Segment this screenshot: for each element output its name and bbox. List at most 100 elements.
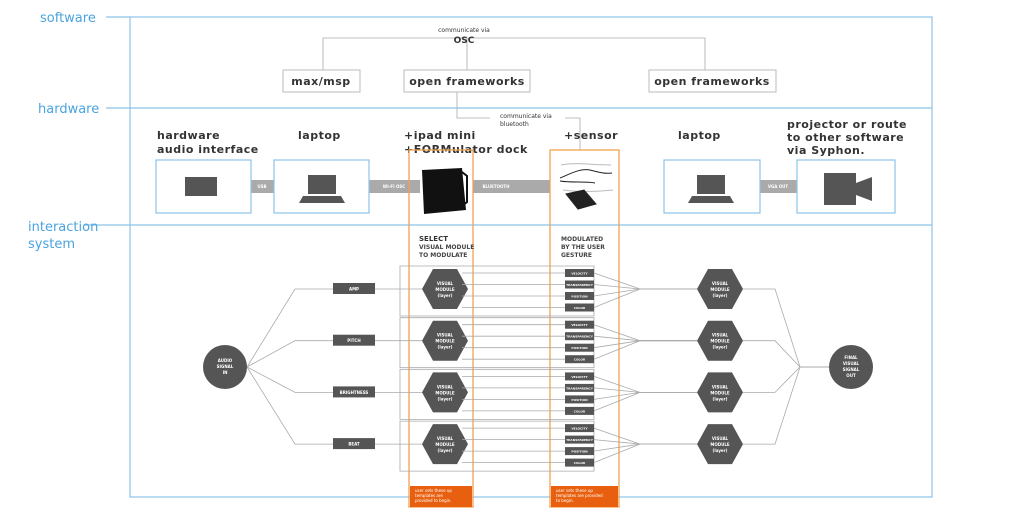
laptop-icon	[299, 175, 345, 203]
section-interaction-label: interaction	[28, 220, 98, 235]
final-out-label: FINAL	[844, 355, 858, 360]
signal-line	[246, 366, 333, 393]
title-audio-2: audio interface	[157, 143, 259, 156]
input-label: AMP	[349, 287, 359, 292]
link-bars	[251, 180, 797, 193]
final-out-label: SIGNAL	[843, 367, 860, 372]
module-label: MODULE	[710, 442, 729, 447]
param-transparency	[565, 280, 594, 289]
module-label: VISUAL	[437, 384, 454, 389]
audio-in-label: AUDIO	[218, 358, 233, 363]
module-label: (layer)	[713, 345, 728, 350]
node-maxmsp-label: max/msp	[291, 75, 350, 88]
audio-interface-icon	[185, 177, 217, 196]
param-label: TRANSPARENCY	[566, 283, 594, 287]
output-visual-module-hexagon	[697, 424, 743, 465]
title-laptop-1: laptop	[298, 129, 341, 142]
output-visual-module-hexagon	[697, 372, 743, 413]
param-position	[565, 292, 594, 300]
param-position	[565, 343, 594, 352]
input-beat	[333, 438, 375, 450]
node-openframeworks-2	[648, 69, 777, 93]
link-vga-out: VGA OUT	[768, 184, 789, 189]
select-caption-3: TO MODULATE	[419, 252, 467, 259]
param-label: VELOCITY	[571, 375, 588, 379]
row-frame	[375, 317, 595, 369]
visual-module-hexagon	[422, 269, 468, 309]
modulated-caption-3: GESTURE	[561, 252, 592, 259]
param-label: VELOCITY	[571, 272, 588, 276]
param-transparency	[565, 383, 594, 392]
param-label: COLOR	[574, 358, 586, 362]
param-color	[565, 303, 594, 312]
note-text: to begin.	[556, 498, 574, 503]
param-label: POSITION	[571, 450, 588, 454]
param-color	[565, 458, 594, 467]
module-label: (layer)	[438, 396, 453, 401]
section-software-label: software	[40, 11, 96, 26]
param-position	[565, 447, 594, 456]
audio-in-label: IN	[223, 370, 228, 375]
module-label: MODULE	[435, 390, 454, 395]
module-label: VISUAL	[437, 281, 454, 286]
module-label: MODULE	[435, 339, 454, 344]
input-amp	[333, 283, 375, 294]
bt-caption: communicate via	[500, 113, 552, 120]
module-label: (layer)	[713, 293, 728, 298]
module-label: VISUAL	[712, 281, 729, 286]
section-interaction-label-2: system	[28, 237, 75, 252]
param-velocity	[565, 320, 594, 329]
select-caption-2: VISUAL MODULE	[419, 244, 474, 251]
final-out-label: OUT	[846, 373, 856, 378]
signal-line	[246, 288, 333, 368]
ipad-dock-icon	[422, 168, 468, 214]
module-label: MODULE	[710, 390, 729, 395]
link-wifi-osc: WI-FI OSC	[383, 184, 405, 189]
module-label: VISUAL	[712, 384, 729, 389]
output-visual-module-hexagon	[697, 320, 743, 361]
select-note	[410, 486, 472, 507]
node-openframeworks-1-label: open frameworks	[409, 75, 525, 88]
param-label: COLOR	[574, 461, 586, 465]
title-projector-2: to other software	[787, 131, 904, 144]
visual-module-hexagon	[422, 424, 468, 465]
module-label: VISUAL	[712, 436, 729, 441]
title-sensor: +sensor	[564, 129, 618, 142]
input-brightness	[333, 386, 375, 398]
final-out-label: VISUAL	[843, 361, 860, 366]
param-label: POSITION	[571, 398, 588, 402]
param-label: TRANSPARENCY	[566, 438, 594, 442]
node-openframeworks-1	[403, 69, 531, 93]
modulated-caption-2: BY THE USER	[561, 244, 605, 251]
param-line	[462, 392, 697, 412]
row-frame	[375, 265, 595, 317]
laptop-icon	[688, 175, 734, 203]
output-visual-module-hexagon	[697, 269, 743, 309]
title-laptop-2: laptop	[678, 129, 721, 142]
param-velocity	[565, 372, 594, 381]
param-line	[462, 340, 697, 360]
module-label: (layer)	[438, 293, 453, 298]
note-text: provided to begin.	[415, 498, 452, 503]
section-frame	[84, 16, 933, 498]
param-velocity	[565, 424, 594, 433]
signal-line	[246, 340, 333, 368]
note-text: templates are provided	[556, 493, 603, 498]
module-label: (layer)	[713, 448, 728, 453]
title-projector-3: via Syphon.	[787, 144, 865, 157]
input-label: PITCH	[347, 338, 360, 343]
module-label: MODULE	[435, 287, 454, 292]
input-pitch	[333, 334, 375, 346]
connector-lines	[322, 37, 706, 150]
output-line	[743, 340, 829, 368]
row-frame	[375, 369, 595, 420]
title-audio: hardware	[157, 129, 220, 142]
module-label: VISUAL	[712, 333, 729, 338]
param-label: COLOR	[574, 306, 586, 310]
title-ipad: +ipad mini	[404, 129, 476, 142]
param-velocity	[565, 269, 594, 277]
module-label: VISUAL	[437, 333, 454, 338]
output-line	[743, 288, 829, 368]
title-projector: projector or route	[787, 118, 907, 131]
